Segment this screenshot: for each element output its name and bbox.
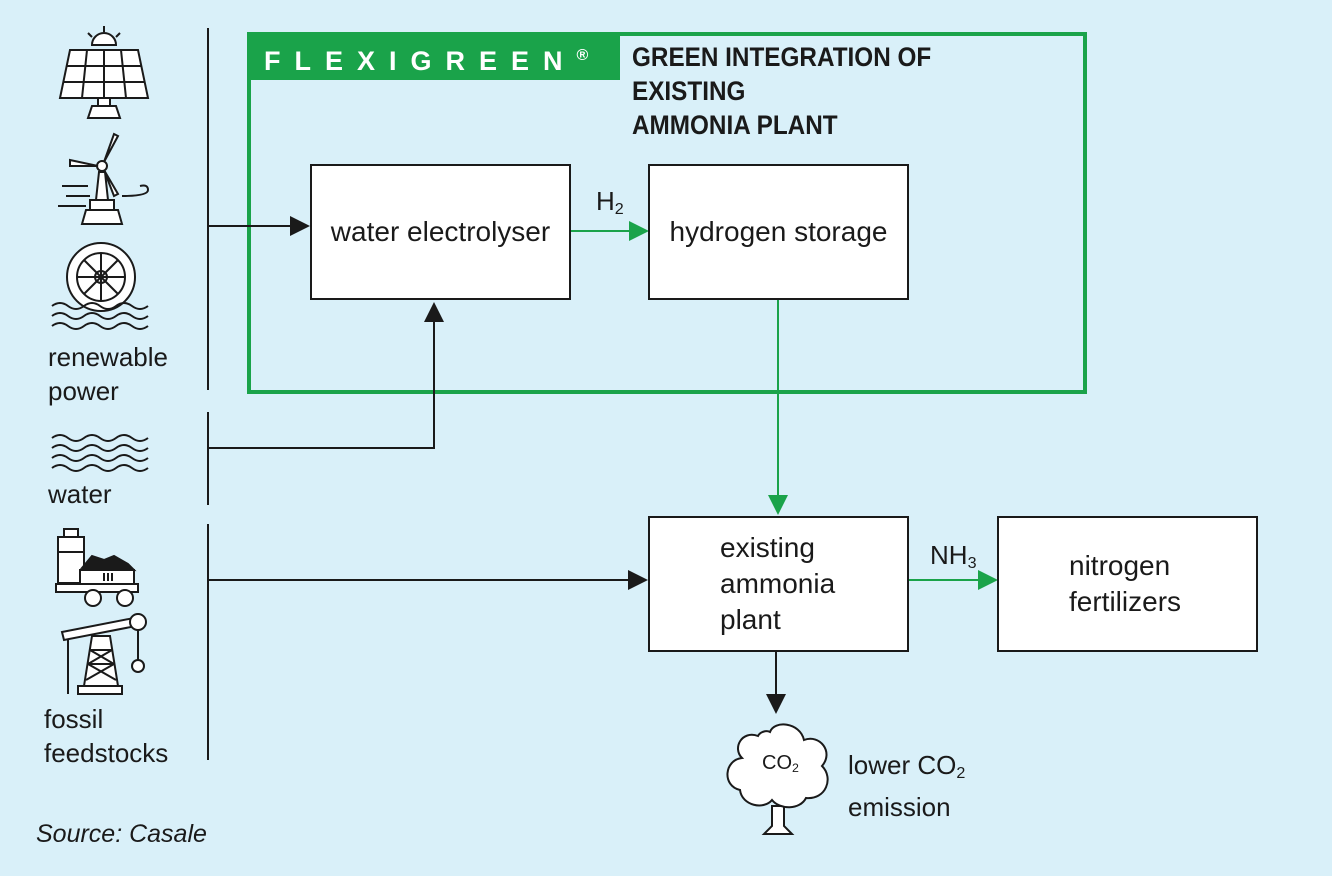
cloud-co2-sub: 2 bbox=[792, 761, 799, 776]
fertilizers-line-2: fertilizers bbox=[1069, 586, 1182, 617]
wind-turbine-icon bbox=[58, 132, 150, 225]
ammonia-line-2: ammonia bbox=[720, 568, 836, 599]
heading-line-1: GREEN INTEGRATION OF EXISTING bbox=[632, 42, 932, 106]
emission-label: lower CO2 emission bbox=[848, 748, 965, 824]
water-waves-icon bbox=[51, 434, 149, 472]
arrow-water-to-electrolyser bbox=[208, 302, 444, 449]
cloud-co2-label: CO2 bbox=[762, 750, 799, 781]
coal-cart-icon bbox=[55, 528, 139, 607]
emission-line-1-sub: 2 bbox=[956, 764, 966, 783]
cloud-co2-base: CO bbox=[762, 752, 792, 774]
source-caption: Source: Casale bbox=[36, 820, 207, 848]
solar-panel-icon bbox=[58, 26, 150, 119]
ammonia-line-1: existing bbox=[720, 532, 815, 563]
renewable-line-1: renewable bbox=[48, 342, 168, 372]
nitrogen-fertilizers-box: nitrogen fertilizers bbox=[997, 516, 1258, 652]
brand-registered-mark: ® bbox=[576, 47, 589, 64]
renewable-line-2: power bbox=[48, 376, 119, 406]
hydrogen-storage-box: hydrogen storage bbox=[648, 164, 909, 300]
brand-label: FLEXIGREEN® bbox=[248, 32, 620, 80]
oil-pump-icon bbox=[60, 613, 147, 695]
fossil-line-2: feedstocks bbox=[44, 738, 169, 768]
water-electrolyser-box: water electrolyser bbox=[310, 164, 571, 300]
nh3-flow-label: NH3 bbox=[930, 538, 977, 580]
nh3-base: NH bbox=[930, 540, 968, 570]
emission-line-1-base: lower CO bbox=[848, 750, 957, 780]
fossil-line-1: fossil bbox=[44, 704, 104, 734]
h2-flow-label: H2 bbox=[596, 184, 624, 226]
water-wheel-icon bbox=[51, 242, 149, 330]
renewable-power-label: renewable power bbox=[48, 340, 168, 408]
flexigreen-frame bbox=[247, 32, 1087, 394]
heading-line-2: AMMONIA PLANT bbox=[632, 110, 838, 140]
ammonia-line-3: plant bbox=[720, 604, 781, 635]
h2-base: H bbox=[596, 186, 615, 216]
nh3-sub: 3 bbox=[967, 554, 977, 573]
hydrogen-storage-label: hydrogen storage bbox=[669, 216, 888, 247]
water-electrolyser-label: water electrolyser bbox=[330, 216, 551, 247]
water-text: water bbox=[48, 479, 112, 509]
brand-name: FLEXIGREEN bbox=[264, 46, 577, 76]
diagram-heading: GREEN INTEGRATION OF EXISTING AMMONIA PL… bbox=[632, 40, 1037, 142]
existing-ammonia-plant-box: existing ammonia plant bbox=[648, 516, 909, 652]
fertilizers-line-1: nitrogen bbox=[1069, 550, 1171, 581]
fossil-feedstocks-label: fossil feedstocks bbox=[44, 702, 168, 770]
water-label: water bbox=[48, 477, 112, 511]
emission-line-2: emission bbox=[848, 792, 951, 823]
tree-cloud-icon bbox=[726, 723, 829, 835]
h2-sub: 2 bbox=[614, 200, 624, 219]
emission-line-1: lower CO2 bbox=[848, 748, 965, 790]
